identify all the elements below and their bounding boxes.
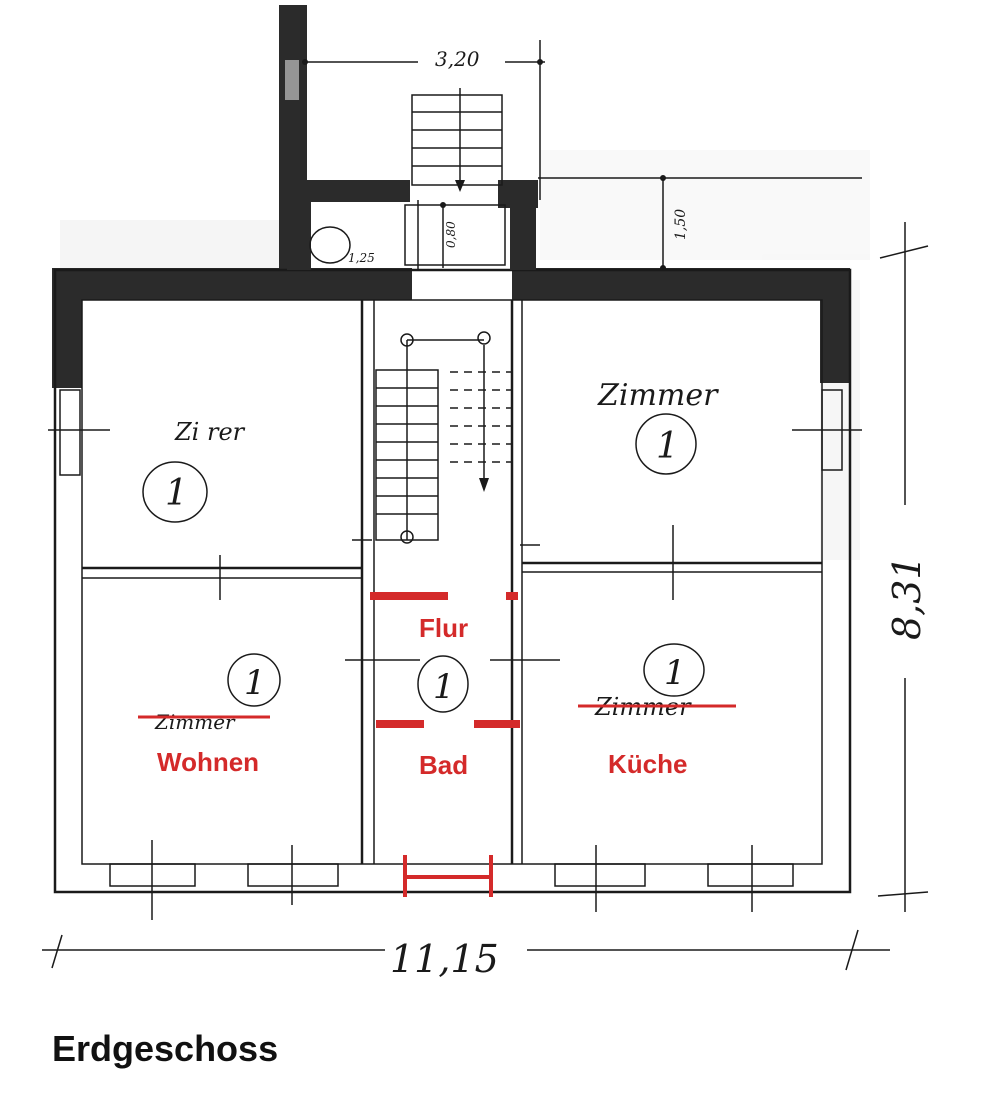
interior-stairs — [375, 331, 512, 544]
entrance-vestibule — [287, 88, 862, 270]
dimension-top-width: 3,20 — [302, 40, 545, 200]
interior-walls — [82, 300, 822, 864]
dimension-top-width-label: 3,20 — [435, 47, 480, 71]
exterior-walls — [52, 268, 852, 894]
room-center: Flur 1 Bad — [417, 613, 469, 780]
room-center-lower-label: Bad — [419, 750, 468, 780]
dimension-entrance-depth: 1,50 — [660, 175, 689, 271]
room-center-upper-label: Flur — [419, 613, 468, 643]
dimension-overall-width-label: 11,15 — [390, 937, 499, 981]
scan-noise — [60, 150, 870, 560]
floor-title: Erdgeschoss — [52, 1028, 279, 1069]
room-bottom-left: 1 Zimmer Wohnen — [138, 653, 281, 777]
dimension-step-depth-label: 0,80 — [444, 221, 458, 248]
room-bottom-right-label: Küche — [608, 749, 687, 779]
room-top-right-handwritten: Zimmer — [597, 378, 719, 413]
dimension-entrance-depth-label: 1,50 — [673, 209, 689, 240]
room-top-right: Zimmer 1 — [597, 378, 719, 475]
room-top-right-number: 1 — [656, 426, 679, 467]
dimension-landing-label: 1,25 — [348, 251, 375, 265]
room-top-left-handwritten: Zi rer — [174, 418, 246, 446]
room-bottom-left-label: Wohnen — [157, 747, 259, 777]
room-bottom-right: 1 Zimmer Küche — [578, 643, 736, 779]
dimension-steps: 0,80 1,25 — [348, 202, 458, 268]
dimension-overall-depth: 8,31 — [877, 222, 929, 912]
dimension-overall-width: 11,15 — [42, 929, 890, 981]
room-center-number: 1 — [433, 667, 455, 707]
red-markup — [370, 592, 520, 897]
dimension-overall-depth-label: 8,31 — [885, 555, 929, 640]
room-top-left-number: 1 — [165, 473, 188, 514]
room-bottom-left-struck-label: Zimmer — [154, 710, 236, 734]
window-marks — [48, 389, 862, 920]
room-top-left: Zi rer 1 — [142, 418, 246, 523]
room-bottom-right-number: 1 — [664, 653, 686, 693]
room-bottom-left-number: 1 — [244, 663, 266, 703]
